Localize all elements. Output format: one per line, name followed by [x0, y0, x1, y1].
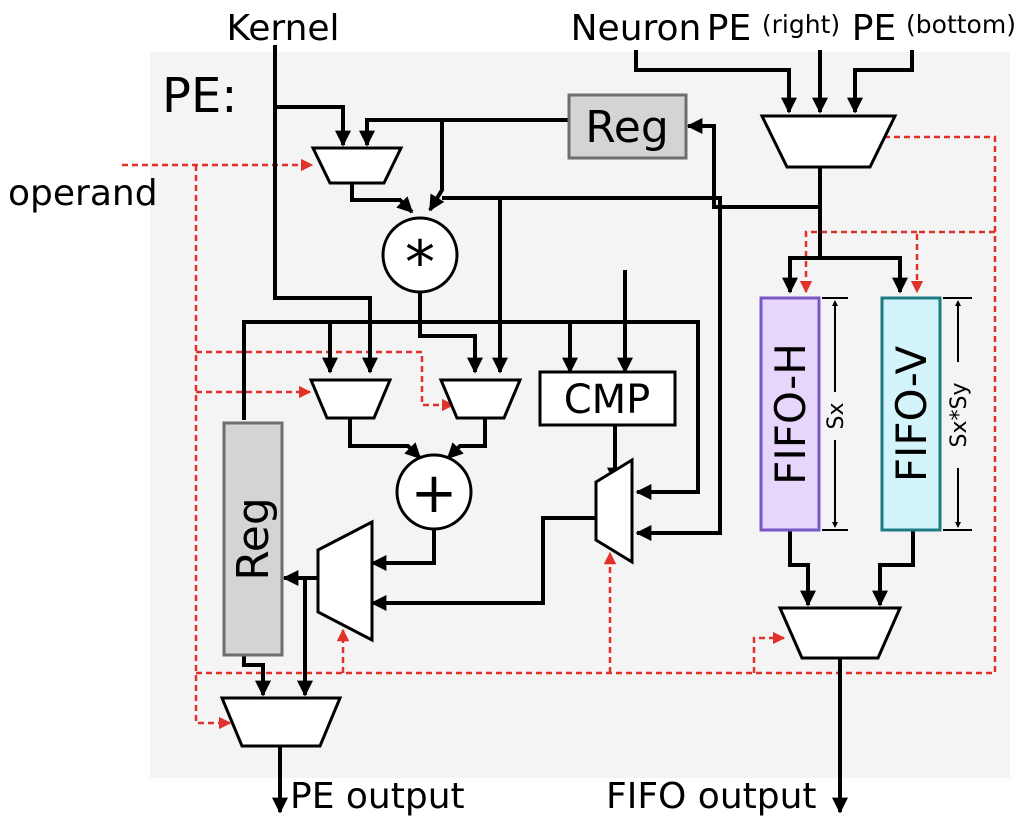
reg-left-label: Reg — [228, 497, 279, 581]
sxsy-label: Sx*Sy — [947, 383, 972, 448]
wire-regtop-to-mux1 — [359, 118, 569, 147]
neuron-label: Neuron — [571, 8, 702, 49]
pe-right-label: PE — [707, 8, 751, 49]
fifo-h: FIFO-H — [759, 296, 821, 532]
wire-mux-mid-to-adder — [446, 418, 487, 460]
wire-top-mux-to-fifo-v — [820, 256, 908, 294]
kernel-label: Kernel — [226, 8, 339, 49]
wire-top-mux-to-reg — [686, 118, 820, 209]
wire-reg-to-output-mux — [242, 655, 271, 697]
mux-pe-output — [219, 696, 343, 748]
mux-fifo-output — [777, 606, 903, 660]
cmp-block: CMP — [538, 370, 677, 427]
pe-title: PE: — [162, 68, 237, 124]
wire-regleft-feedback — [242, 320, 700, 500]
wire-regtop-to-mult — [428, 120, 445, 212]
adder-symbol: + — [411, 461, 458, 526]
mux-kernel-select — [310, 146, 404, 185]
wire-fifo-h-out — [788, 530, 816, 607]
mux-adder-left — [308, 378, 393, 420]
multiplier-symbol: * — [405, 228, 435, 298]
data-wires — [242, 45, 915, 814]
pe-output-label: PE output — [290, 776, 465, 817]
mux-neuron-input — [759, 114, 898, 169]
sx-label: Sx — [824, 403, 849, 430]
mux-adder-right — [438, 378, 523, 420]
adder: + — [395, 453, 473, 531]
wire-mux1-to-mult — [350, 183, 414, 214]
multiplier: * — [381, 216, 459, 298]
wire-mult-out — [418, 290, 483, 374]
pe-bottom-sub-label: (bottom) — [906, 10, 1016, 39]
sxsy-dimension: Sx*Sy — [943, 297, 972, 531]
operand-label: operand — [8, 173, 158, 214]
pe-bottom-label: PE — [852, 8, 896, 49]
ctrl-to-mux-mid — [196, 350, 455, 412]
fifo-h-label: FIFO-H — [766, 343, 815, 485]
wire-adder-to-final-mux — [370, 528, 436, 571]
pe-right-sub-label: (right) — [762, 10, 840, 39]
ctrl-to-fifo-h — [799, 230, 917, 294]
sx-dimension: Sx — [822, 297, 849, 531]
control-signals — [122, 130, 997, 730]
ctrl-to-fifo-v — [910, 230, 995, 294]
wire-fifo-v-out — [872, 530, 915, 607]
wire-select-to-final-mux — [370, 516, 596, 611]
cmp-label: CMP — [564, 377, 651, 423]
fifo-output-label: FIFO output — [606, 776, 817, 817]
mux-result-select — [316, 519, 374, 643]
mux-cmp-select — [594, 457, 634, 565]
wire-top-mux-out — [782, 167, 822, 294]
reg-left: Reg — [222, 421, 284, 657]
wire-kernel-to-mux1 — [275, 105, 351, 147]
wire-pe-bottom-in — [847, 50, 914, 114]
fifo-v: FIFO-V — [880, 296, 942, 532]
wire-mux-left-to-adder — [348, 418, 422, 460]
ctrl-to-fifo-mux — [752, 631, 786, 673]
wire-neuron-in — [634, 50, 797, 114]
wire-node-to-mux-mid — [442, 196, 722, 541]
reg-top: Reg — [567, 93, 688, 160]
fifo-v-label: FIFO-V — [887, 346, 936, 483]
reg-top-label: Reg — [585, 102, 669, 153]
wire-kernel-down — [273, 45, 378, 374]
